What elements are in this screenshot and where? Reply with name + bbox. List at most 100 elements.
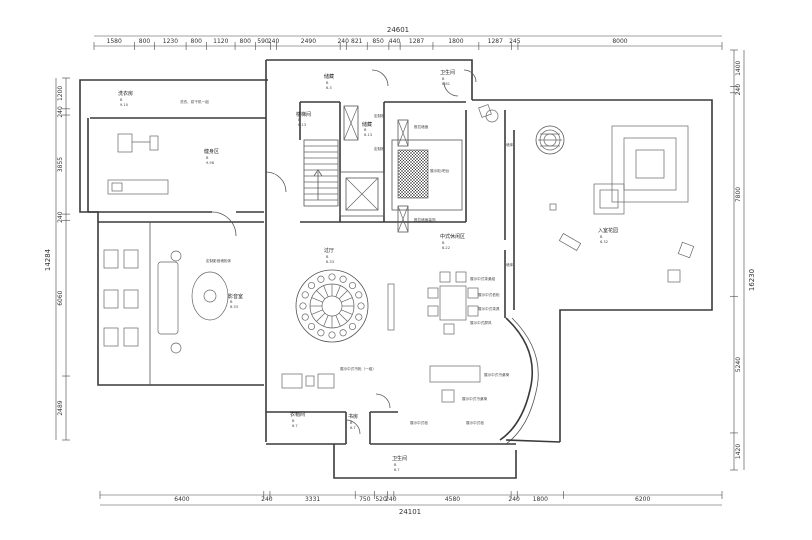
elevator-shaft — [339, 171, 385, 217]
note-shelf: 推拉墙面 — [414, 124, 429, 129]
svg-text:6.13: 6.13 — [364, 133, 372, 137]
room-name: 储藏 — [362, 121, 372, 128]
walls — [79, 59, 713, 479]
room-name: 过厅 — [324, 247, 334, 254]
svg-text:B: B — [600, 235, 603, 239]
note-sofa-screen: 展示中式屏风 — [470, 320, 492, 325]
rug-pattern — [299, 273, 365, 339]
dim-label: 2489 — [57, 400, 64, 415]
dim-top-total: 24601 — [387, 26, 409, 34]
svg-text:B: B — [230, 300, 233, 304]
room-labels: 洗衣房 B 9.10 健身区 B 9.98 影音室 B 6.33 楼梯间 B 6… — [118, 69, 618, 472]
dim-label: 240 — [261, 496, 273, 503]
room-garden: 入室花园 B 6.32 — [598, 227, 618, 244]
rug-petal — [307, 322, 316, 331]
dim-label: 1420 — [735, 444, 742, 459]
note-desk-unit: 展示中式书柜（一组） — [340, 366, 376, 371]
svg-text:B: B — [120, 98, 123, 102]
terrace-block — [549, 203, 557, 211]
room-laundry: 洗衣房 B 9.10 — [118, 90, 133, 107]
rug-petal — [328, 273, 336, 281]
svg-text:9.10: 9.10 — [120, 103, 129, 107]
dim-label: 240 — [337, 38, 349, 45]
dim-label: 1287 — [488, 38, 503, 45]
svg-text:9.98: 9.98 — [206, 161, 215, 165]
room-bathroom-top-right: 卫生间 B 6.81 — [440, 69, 455, 86]
dim-label: 5240 — [735, 357, 742, 372]
room-name: 入室花园 — [598, 227, 618, 234]
rug-petal — [317, 329, 325, 337]
dim-label: 821 — [351, 38, 363, 45]
terrace-fountain — [535, 125, 565, 155]
svg-text:B: B — [350, 421, 353, 425]
rug-petal — [328, 331, 336, 339]
note-cabinet-a: 展示中式柜 — [410, 420, 428, 425]
rug-petal — [348, 281, 357, 290]
desk-unit — [281, 373, 335, 389]
dim-label: 6400 — [174, 496, 189, 503]
stair-treads — [304, 145, 338, 201]
note-elevator-tag: 推拉墙面装饰 — [414, 217, 436, 222]
note-desk-set: 展示中式书桌椅 — [484, 372, 510, 377]
rug-petal — [348, 322, 357, 331]
rug-petal — [339, 329, 347, 337]
dim-label: 800 — [139, 38, 151, 45]
terrace-stepped-paving — [593, 125, 689, 215]
dim-label: 1580 — [107, 38, 122, 45]
dim-label: 800 — [240, 38, 252, 45]
note-wall-b: 墙体 — [506, 262, 514, 267]
note-tea-set: 展示中式茶具 — [478, 306, 500, 311]
dim-label: 850 — [372, 38, 384, 45]
dim-label: 1200 — [57, 86, 64, 101]
rug-spoke — [316, 290, 326, 300]
dim-label: 240 — [57, 106, 64, 118]
dim-label: 6060 — [57, 290, 64, 305]
dim-left-total: 14284 — [44, 248, 52, 271]
display-cabinet-hatch — [397, 149, 429, 199]
rug-petal — [301, 291, 309, 299]
rug-petal — [307, 281, 316, 290]
tea-table-set — [427, 271, 479, 335]
svg-text:B: B — [292, 419, 295, 423]
note-laundry-appliances: 洗衣、烘干机一组 — [180, 99, 209, 104]
room-name: 楼梯间 — [296, 111, 311, 118]
room-name: 卫生间 — [392, 455, 407, 462]
rug-spoke — [338, 312, 348, 322]
rug-spoke — [335, 285, 341, 297]
dim-label: 4580 — [445, 496, 460, 503]
room-lobby: 过厅 B 6.33 — [324, 247, 334, 264]
rug-spoke — [323, 285, 329, 297]
svg-text:6.32: 6.32 — [600, 240, 608, 244]
dim-label: 1120 — [213, 38, 228, 45]
room-tea-lounge: 中式休闲区 B 6.22 — [440, 233, 465, 250]
dim-label: 750 — [359, 496, 371, 503]
room-name: 储藏 — [324, 73, 334, 80]
svg-text:B: B — [326, 255, 329, 259]
room-name: 健身区 — [204, 148, 219, 155]
dim-label: 800 — [191, 38, 203, 45]
dim-right-total: 16230 — [748, 269, 756, 291]
note-calligraphy: 展示中式书桌椅 — [462, 396, 488, 401]
dim-label: 1800 — [533, 496, 548, 503]
svg-text:B: B — [364, 128, 367, 132]
dim-label: 1400 — [735, 60, 742, 75]
note-stair-storage-2: 定制柜 — [374, 146, 385, 151]
room-name: 衣帽间 — [290, 411, 305, 418]
rug-spoke — [311, 297, 323, 303]
storage-cabinets — [343, 105, 463, 233]
room-storage: 储藏 B 6.13 — [362, 121, 372, 137]
dim-label: 245 — [509, 38, 521, 45]
note-media-wall: 定制影音墙柜体 — [206, 258, 232, 263]
room-cloakroom: 衣帽间 B 6.7 — [290, 411, 305, 428]
dim-bottom-total: 24101 — [399, 508, 421, 516]
rug-petal — [357, 302, 365, 310]
svg-text:B: B — [206, 156, 209, 160]
doors — [211, 69, 477, 435]
svg-text:6.7: 6.7 — [394, 468, 400, 472]
